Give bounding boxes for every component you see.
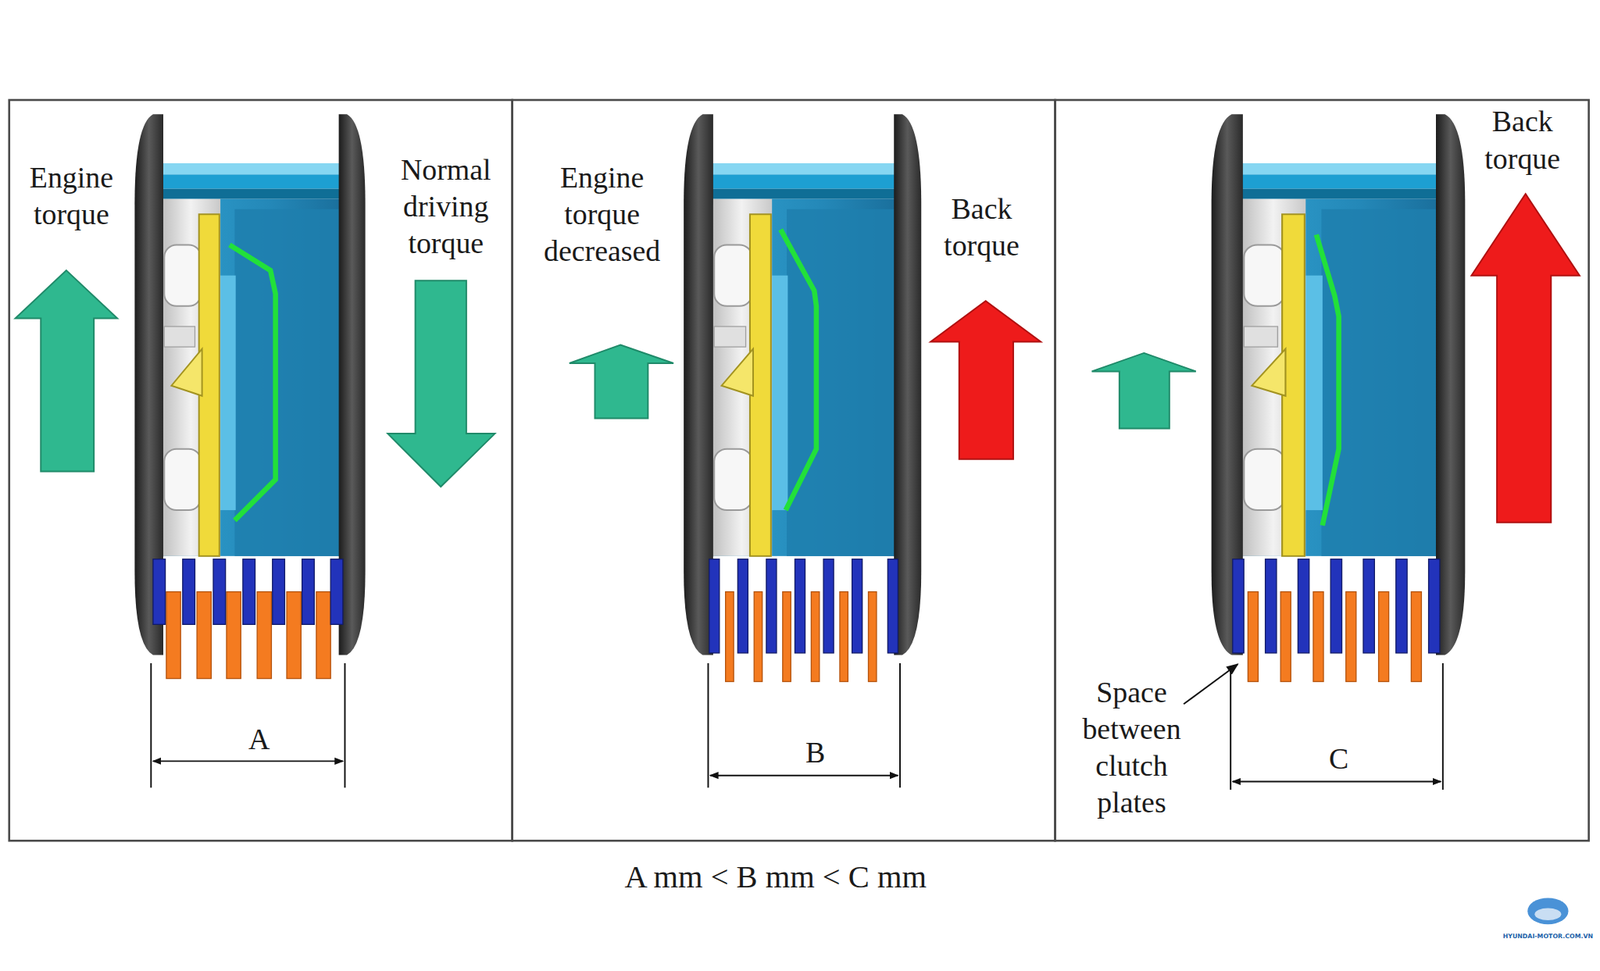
dimension-label: A [239, 720, 280, 758]
torque-label: Back torque [1466, 103, 1579, 177]
dimension-label: B [794, 733, 836, 771]
caption: A mm < B mm < C mm [624, 859, 927, 897]
torque-label: Back torque [925, 189, 1039, 264]
panel-box: Engine torque Normal driving torqueA [7, 99, 514, 843]
callout-label: Space between clutch plates [1067, 673, 1196, 821]
panel-box: Engine torque decreased Back torqueB [510, 99, 1056, 843]
torque-label: Engine torque decreased [525, 159, 679, 270]
torque-label: Normal driving torque [379, 150, 513, 261]
torque-label: Engine torque [10, 159, 133, 233]
panel-box: Back torqueSpace between clutch plates C [1053, 99, 1590, 843]
dimension-label: C [1318, 739, 1360, 777]
watermark: HYUNDAI-MOTOR.COM.VN [1503, 932, 1593, 940]
